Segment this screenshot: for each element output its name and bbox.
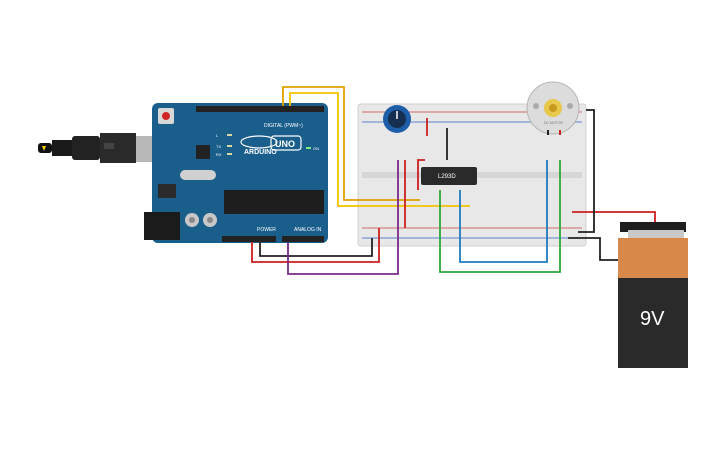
motor-label: DC MOTOR bbox=[544, 121, 563, 125]
led-rx-label: RX bbox=[216, 152, 222, 157]
wire-red-arduino bbox=[251, 228, 380, 263]
atmega-chip bbox=[224, 190, 324, 214]
potentiometer[interactable] bbox=[383, 105, 411, 133]
led-on-label: ON bbox=[313, 146, 319, 151]
analog-pin-header bbox=[282, 236, 324, 242]
wire-orange-2 bbox=[289, 92, 470, 207]
wires bbox=[251, 86, 656, 275]
wire-red-ic bbox=[417, 159, 425, 190]
digital-header-label: DIGITAL (PWM~) bbox=[264, 123, 303, 129]
driver-ic-label: L293D bbox=[438, 174, 456, 180]
battery-label: 9V bbox=[640, 308, 665, 330]
led-tx-label: TX bbox=[216, 144, 221, 149]
power-header-label: POWER bbox=[257, 227, 276, 233]
wire-motor-black bbox=[578, 109, 595, 233]
wire-orange-1 bbox=[282, 86, 420, 201]
arduino-brand-label: ARDUINO bbox=[244, 149, 277, 156]
arduino-model-label: UNO bbox=[275, 139, 295, 149]
dc-power-jack bbox=[144, 212, 180, 240]
l293d-driver-ic[interactable]: L293D bbox=[421, 167, 477, 185]
digital-pin-header bbox=[196, 106, 324, 112]
wire-black-arduino bbox=[259, 238, 373, 257]
infinity-logo-icon bbox=[240, 135, 278, 149]
wire-purple bbox=[287, 160, 399, 275]
wire-battery-red bbox=[572, 211, 656, 222]
power-pin-header bbox=[222, 236, 276, 242]
battery-9v[interactable]: 9V bbox=[618, 222, 688, 368]
wire-battery-black bbox=[568, 237, 618, 261]
dc-motor[interactable]: DC MOTOR bbox=[526, 81, 580, 135]
wire-green bbox=[439, 160, 561, 273]
wire-blue bbox=[459, 160, 548, 263]
led-l-label: L bbox=[216, 133, 219, 138]
arduino-uno-board[interactable]: DIGITAL (PWM~) ARDUINO UNO L TX RX ON PO… bbox=[144, 103, 328, 243]
analog-header-label: ANALOG IN bbox=[294, 227, 322, 233]
